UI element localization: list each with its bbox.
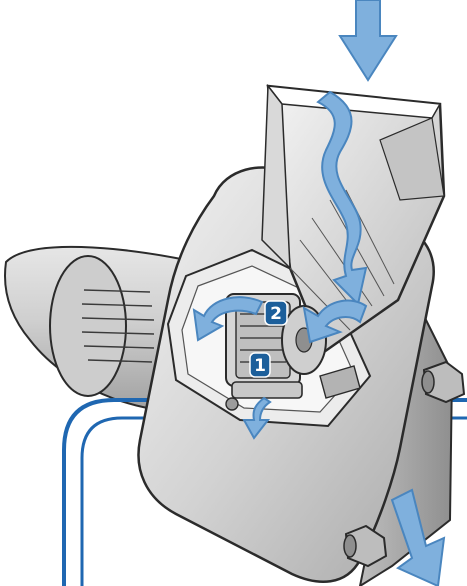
airflow-arrow-icon <box>390 488 446 586</box>
frame-outline <box>62 398 467 586</box>
thumb-screw-icon <box>343 524 388 568</box>
callout-1-label: 1 <box>254 356 266 376</box>
callout-2-badge: 2 <box>264 300 288 326</box>
airflow-arrow-icon <box>192 296 264 342</box>
airflow-arrow-icon <box>338 0 398 82</box>
airflow-arrow-icon <box>302 299 368 344</box>
callout-1-badge: 1 <box>249 352 271 378</box>
callout-2-label: 2 <box>270 304 282 324</box>
thumb-screw-icon <box>421 360 466 404</box>
airflow-arrow-icon <box>242 396 272 440</box>
